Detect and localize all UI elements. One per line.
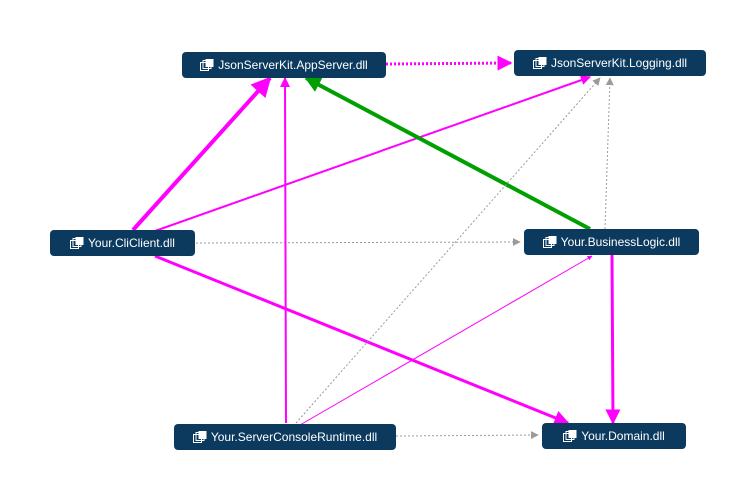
edge-cliclient-businesslogic — [195, 238, 521, 247]
assembly-icon — [200, 59, 214, 71]
node-serverconsole[interactable]: Your.ServerConsoleRuntime.dll — [174, 424, 396, 450]
node-appserver[interactable]: JsonServerKit.AppServer.dll — [182, 52, 386, 78]
assembly-icon — [70, 237, 84, 249]
edge-cliclient-appserver — [131, 76, 272, 232]
assembly-icon — [563, 430, 577, 442]
node-cliclient[interactable]: Your.CliClient.dll — [50, 230, 195, 256]
edge-serverconsole-appserver — [280, 77, 291, 424]
node-businesslogic[interactable]: Your.BusinessLogic.dll — [524, 229, 699, 255]
node-label: Your.CliClient.dll — [88, 236, 175, 250]
assembly-icon — [192, 431, 207, 443]
edge-cliclient-domain — [154, 254, 570, 425]
node-domain[interactable]: Your.Domain.dll — [542, 423, 686, 449]
edge-appserver-logging — [385, 55, 513, 71]
edge-serverconsole-businesslogic — [299, 255, 593, 426]
edge-serverconsole-domain — [395, 431, 539, 440]
edge-businesslogic-logging — [604, 77, 614, 230]
assembly-icon — [542, 236, 557, 248]
edge-cliclient-logging — [154, 75, 591, 232]
assembly-icon — [532, 57, 547, 69]
node-label: Your.Domain.dll — [581, 429, 665, 443]
node-label: JsonServerKit.Logging.dll — [550, 56, 688, 70]
edge-businesslogic-domain — [605, 254, 621, 425]
edge-serverconsole-logging — [295, 77, 601, 424]
node-label: JsonServerKit.AppServer.dll — [218, 58, 368, 72]
edge-businesslogic-appserver — [304, 76, 591, 231]
node-label: Your.BusinessLogic.dll — [560, 235, 681, 249]
node-label: Your.ServerConsoleRuntime.dll — [210, 430, 378, 444]
node-logging[interactable]: JsonServerKit.Logging.dll — [514, 50, 706, 76]
